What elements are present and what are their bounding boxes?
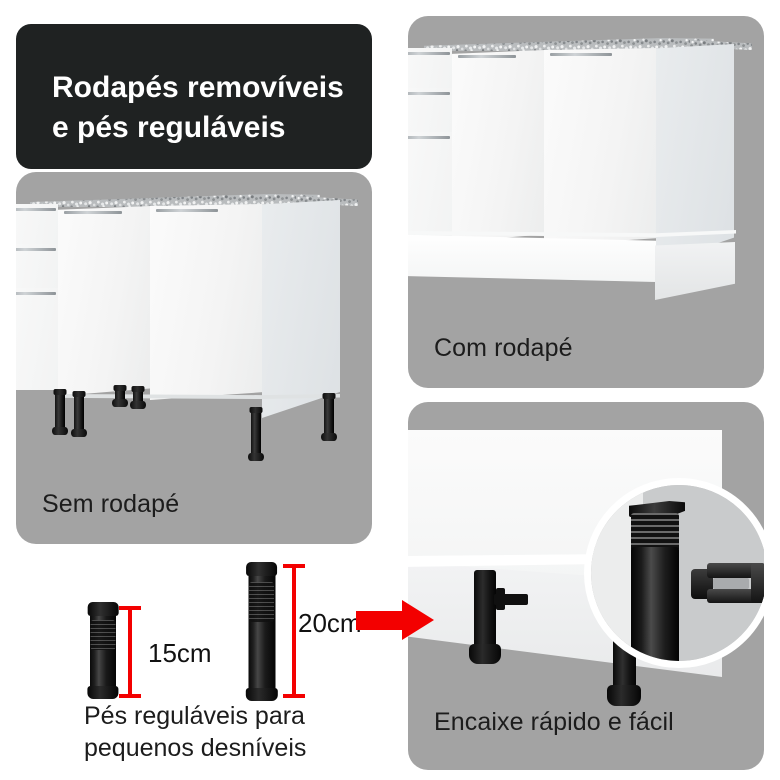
title-card: Rodapés removíveis e pés reguláveis xyxy=(16,24,372,169)
cabinet-side-panel xyxy=(656,44,734,264)
baseboard-top-edge xyxy=(408,230,736,237)
magnified-leg-shaft xyxy=(631,547,679,661)
cabinet-without-baseboard xyxy=(16,172,372,472)
drawer-handle-bottom xyxy=(16,292,56,295)
drawer-bottom xyxy=(408,132,452,238)
adjustable-leg-15cm xyxy=(87,602,119,699)
caption-with-baseboard: Com rodapé xyxy=(434,334,573,362)
caption-quick-fit: Encaixe rápido e fácil xyxy=(434,708,674,736)
door-handle-right xyxy=(550,53,612,56)
cabinet-foot xyxy=(71,391,87,437)
door-handle-left xyxy=(458,55,516,58)
panel-without-baseboard: Sem rodapé xyxy=(16,172,372,544)
dimension-label-15cm: 15cm xyxy=(148,638,212,668)
cabinet-foot xyxy=(111,385,128,407)
dimension-line-20cm xyxy=(282,564,306,698)
adjustable-leg-20cm xyxy=(245,562,278,701)
cabinet-door-right xyxy=(544,48,657,246)
drawer-handle-bottom xyxy=(408,136,450,139)
cabinet-door-left xyxy=(452,50,545,242)
magnifier-detail xyxy=(584,478,764,668)
drawer-middle xyxy=(16,244,58,289)
baseboard-side xyxy=(655,242,735,300)
door-handle-right xyxy=(156,209,218,212)
drawer-handle-top xyxy=(16,208,56,211)
cabinet-with-baseboard xyxy=(408,20,764,330)
cabinet-door-right xyxy=(150,204,263,400)
panel-with-baseboard: Com rodapé xyxy=(408,16,764,388)
title-text: Rodapés removíveis e pés reguláveis xyxy=(52,71,344,144)
panel-quick-fit: Encaixe rápido e fácil xyxy=(408,402,764,770)
leg-clip-bracket xyxy=(494,588,528,610)
caption-without-baseboard: Sem rodapé xyxy=(42,490,180,518)
dimension-line-15cm xyxy=(118,606,142,698)
door-handle-left xyxy=(64,211,122,214)
drawer-handle-middle xyxy=(408,92,450,95)
drawer-handle-top xyxy=(408,52,450,55)
cabinet-foot xyxy=(129,386,146,409)
cabinet-foot xyxy=(247,407,264,461)
right-arrow-icon xyxy=(356,600,434,640)
measurements-block: 15cm 20cm xyxy=(0,548,400,780)
cabinet-door-left xyxy=(58,206,151,396)
cabinet-foot xyxy=(321,393,337,441)
drawer-handle-middle xyxy=(16,248,56,251)
drawer-bottom xyxy=(16,288,58,390)
cabinet-side-panel xyxy=(262,200,340,418)
magnified-clip-bracket xyxy=(691,563,764,603)
cabinet-bottom-edge xyxy=(58,394,340,399)
cabinet-foot xyxy=(52,389,68,435)
cabinet-leg xyxy=(469,570,501,664)
dimension-label-20cm: 20cm xyxy=(298,608,362,638)
baseboard-front xyxy=(408,234,656,282)
measurements-caption: Pés reguláveis para pequenos desníveis xyxy=(84,702,307,762)
